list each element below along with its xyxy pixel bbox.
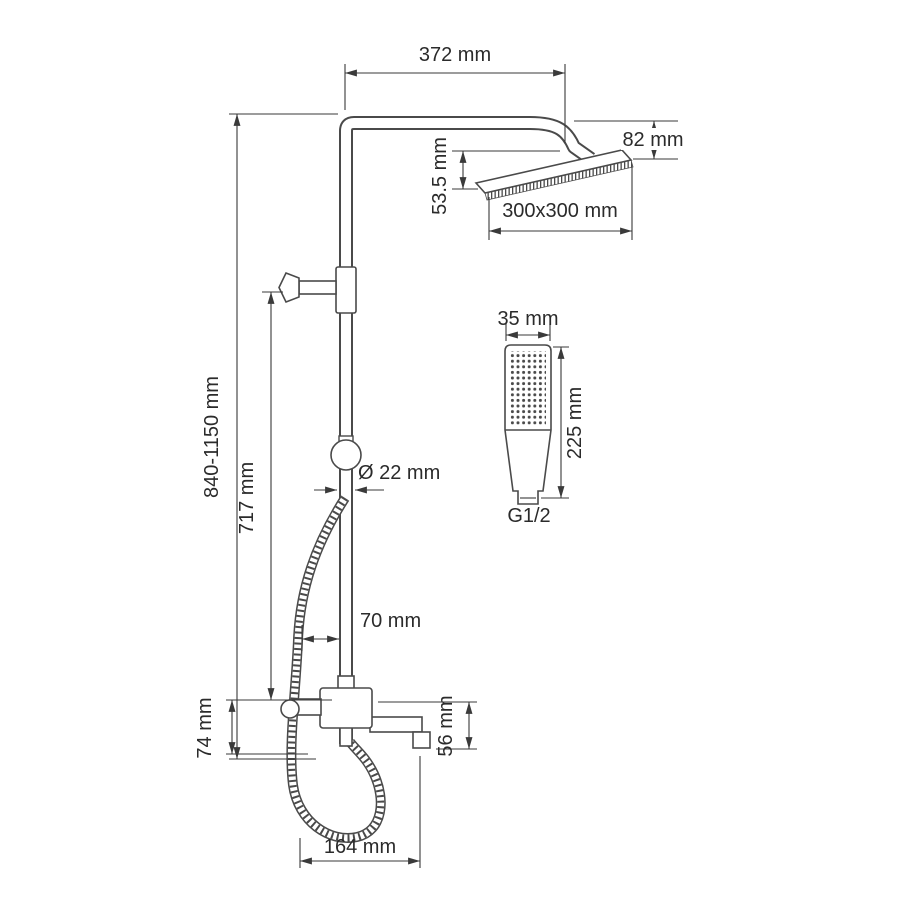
dimension-225 — [541, 346, 569, 499]
shower-column — [339, 116, 596, 744]
wall-bracket — [278, 266, 357, 314]
hose-fill — [287, 496, 385, 842]
hand-shower — [504, 344, 552, 505]
dimension-label-35: 35 mm — [497, 308, 558, 330]
dimension-label-74: 74 mm — [194, 697, 216, 758]
mixer-handle-knob — [280, 699, 300, 719]
dimension-label-22: Ø 22 mm — [358, 462, 440, 484]
dimension-label-56: 56 mm — [435, 695, 457, 756]
spout — [369, 716, 423, 733]
mixer-assembly — [280, 675, 431, 749]
bracket-arm — [298, 280, 337, 295]
dimension-label-82: 82 mm — [622, 129, 683, 151]
mixer-body — [319, 687, 373, 729]
dimension-164 — [299, 756, 421, 868]
dimension-label-53-5: 53.5 mm — [429, 137, 451, 215]
slider-knob — [330, 435, 362, 471]
shower-head-spray-face — [484, 159, 634, 201]
spout-tip — [412, 731, 431, 749]
dimension-label-840-1150: 840-1150 mm — [201, 376, 223, 498]
mixer-bottom-outlet — [339, 725, 353, 747]
dimension-label-717: 717 mm — [236, 462, 258, 534]
pipe-collar — [335, 266, 357, 314]
shower-hose — [286, 495, 386, 843]
dimension-717 — [226, 291, 332, 701]
dimension-300x300 — [488, 167, 633, 240]
dimension-label-70: 70 mm — [360, 610, 421, 632]
dimension-372 — [344, 64, 566, 143]
dimension-840-1150 — [229, 113, 338, 760]
dimension-70 — [301, 625, 339, 651]
dimension-82 — [574, 120, 685, 160]
bracket-clamp — [278, 271, 300, 304]
dimension-53-5 — [452, 150, 560, 190]
riser-and-arm-tube-inner — [341, 118, 594, 744]
dimension-56 — [378, 701, 477, 750]
dimension-35 — [505, 324, 551, 341]
dimension-label-300x300: 300x300 mm — [502, 200, 618, 222]
dimension-74 — [226, 700, 308, 755]
dimension-label-164: 164 mm — [324, 836, 396, 858]
dimension-label-225: 225 mm — [564, 387, 586, 459]
hand-shower-spray-face — [510, 351, 546, 425]
thread-label-g12: G1/2 — [507, 505, 550, 527]
hose-outline — [286, 495, 386, 843]
hose-coil-texture — [287, 496, 385, 842]
overhead-shower-head — [474, 149, 634, 201]
dimension-label-372: 372 mm — [419, 44, 491, 66]
slider-ring — [330, 439, 362, 471]
